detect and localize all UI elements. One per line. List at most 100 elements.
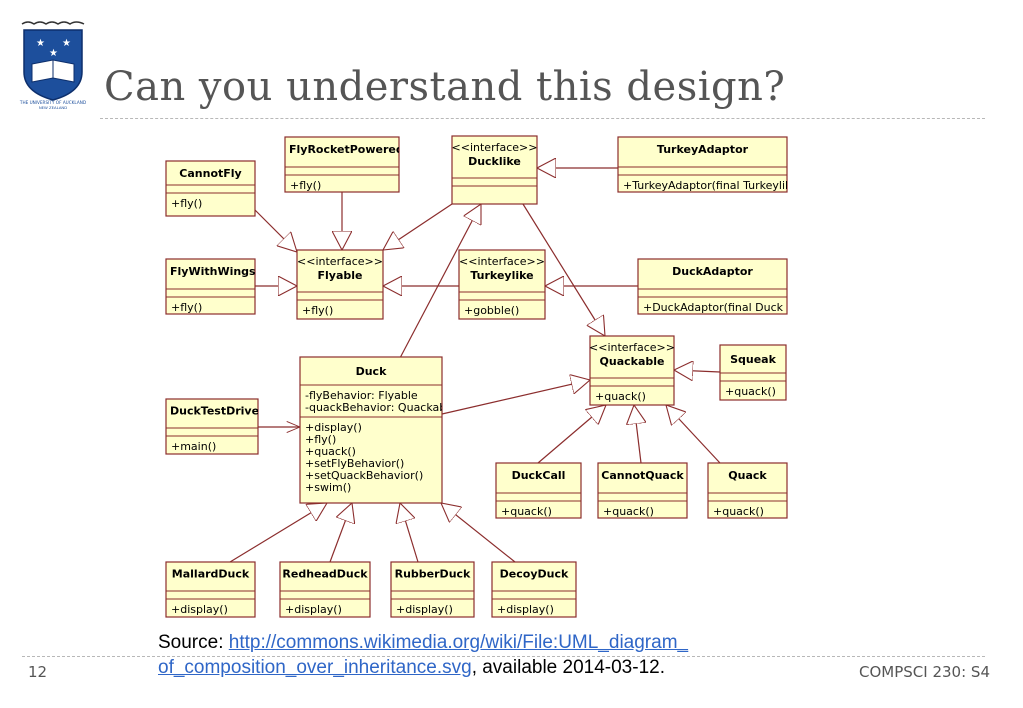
course-label: COMPSCI 230: S4 [859,663,990,681]
uml-class-method: +quack() [305,445,356,458]
uml-class-box [284,136,400,193]
uml-class-duckadaptor: DuckAdaptor+DuckAdaptor(final Duck ik [637,258,788,315]
source-prefix: Source: [158,632,229,653]
source-citation: Source: http://commons.wikimedia.org/wik… [158,630,778,680]
uml-class-name: RedheadDuck [282,568,368,581]
source-link[interactable]: http://commons.wikimedia.org/wiki/File:U… [158,632,688,678]
uml-class-method: +quack() [595,390,646,403]
edge-duck-ducklike [399,204,481,359]
edge-squeak-quackable [674,370,721,372]
uml-class-name: DuckAdaptor [672,265,753,278]
uml-class-name: DuckTestDrive [170,405,259,418]
edge-cannotquack-quackable [634,405,641,464]
uml-class-name: FlyWithWings [170,265,256,278]
source-link-line2: of_composition_over_inheritance.svg [158,657,472,678]
uml-class-stereotype: <<interface>> [459,255,545,268]
uml-class-flywithwings: FlyWithWings +fly() [165,258,256,315]
uml-class-method: +display() [497,603,554,616]
uml-class-name: Turkeylike [470,269,533,282]
edge-cannotfly-flyable [254,209,297,252]
uml-class-box [707,462,788,519]
uml-class-name: Quack [728,469,767,482]
uml-class-name: Duck [356,365,387,378]
uml-class-box [299,356,443,504]
uml-class-flyable: <<interface>>Flyable +fly() [296,249,384,320]
uml-class-ducktestdrive: DuckTestDrive +main() [165,398,259,455]
uml-class-name: Ducklike [468,155,521,168]
uml-class-name: RubberDuck [395,568,471,581]
uml-class-name: TurkeyAdaptor [657,143,749,156]
uml-class-method: +setFlyBehavior() [305,457,404,470]
svg-text:★: ★ [62,38,71,49]
uml-class-name: CannotFly [179,167,241,180]
uml-class-rubber: RubberDuck +display() [390,561,475,618]
edge-decoy-duck [441,503,516,563]
uml-class-name: MallardDuck [172,568,250,581]
uml-class-turkeyadaptor: TurkeyAdaptor +TurkeyAdaptor(final Turkey… [617,136,792,193]
source-link-line1: http://commons.wikimedia.org/wiki/File:U… [228,632,689,653]
uml-class-box [390,561,475,618]
uml-class-box [458,249,546,320]
edge-mallard-duck [229,503,327,563]
source-suffix: , available 2014-03-12. [471,657,665,678]
uml-edges [229,168,721,563]
uml-class-duck: Duck -flyBehavior: Flyable-quackBehavior:… [299,356,456,504]
uml-class-method: +display() [305,421,362,434]
edge-duck-quackable [441,380,590,415]
uml-class-quackable: <<interface>>Quackable +quack() [589,335,675,406]
uml-class-box [491,561,577,618]
uml-class-name: DuckCall [512,469,566,482]
top-divider [100,118,985,119]
uml-class-name: Quackable [600,355,665,368]
uml-class-quack: Quack +quack() [707,462,788,519]
page-number: 12 [28,663,48,681]
uml-class-box [296,249,384,320]
uml-class-method: +TurkeyAdaptor(final Turkeylik [623,179,792,192]
uml-class-method: +fly() [302,304,333,317]
uml-class-box [637,258,788,315]
uml-class-cannotfly: CannotFly +fly() [165,160,256,217]
uml-class-method: +quack() [603,505,654,518]
logo-text-line1: THE UNIVERSITY OF AUCKLAND [19,100,86,105]
svg-text:★: ★ [49,48,58,59]
uml-class-method: +fly() [171,301,202,314]
uml-class-method: +display() [171,603,228,616]
uml-class-method: +fly() [290,179,321,192]
edge-ducklike-quackable [517,195,605,336]
logo-text-line2: NEW ZEALAND [39,105,67,110]
uml-class-name: DecoyDuck [500,568,569,581]
uml-class-box [165,160,256,217]
uml-class-method: +swim() [305,481,351,494]
uml-class-squeak: Squeak +quack() [719,344,787,401]
uml-class-stereotype: <<interface>> [297,255,383,268]
uml-class-box [597,462,688,519]
edge-duckcall-quackable [537,405,606,464]
uml-class-name: CannotQuack [601,469,684,482]
edge-rubber-duck [400,503,419,563]
uml-class-method: +quack() [713,505,764,518]
uml-class-method: +quack() [725,385,776,398]
uml-class-method: +display() [396,603,453,616]
uml-class-method: +fly() [171,197,202,210]
uml-class-name: Flyable [318,269,363,282]
bottom-divider [22,656,985,657]
uml-class-turkeylike: <<interface>>Turkeylike+gobble() [458,249,546,320]
uml-class-method: +display() [285,603,342,616]
uml-class-box [451,135,538,205]
uml-class-attribute: -flyBehavior: Flyable [305,389,418,402]
uml-class-mallard: MallardDuck +display() [165,561,256,618]
uml-class-box [495,462,582,519]
uml-class-box [165,258,256,315]
uml-class-stereotype: <<interface>> [589,341,675,354]
edge-flyable-ducklike [383,203,453,250]
uml-class-box [279,561,371,618]
uml-class-attribute: -quackBehavior: Quackable [305,401,456,414]
uml-class-method: +setQuackBehavior() [305,469,423,482]
uml-class-flyrocket: FlyRocketPowered+fly() [284,136,400,193]
uml-class-method: +main() [171,440,216,453]
uml-class-box [165,561,256,618]
edge-redhead-duck [329,503,352,563]
uml-class-redhead: RedheadDuck +display() [279,561,371,618]
uml-class-name: Squeak [730,353,777,366]
uml-classes: CannotFly+fly()FlyRocketPowered+fly()<<i… [165,135,792,618]
